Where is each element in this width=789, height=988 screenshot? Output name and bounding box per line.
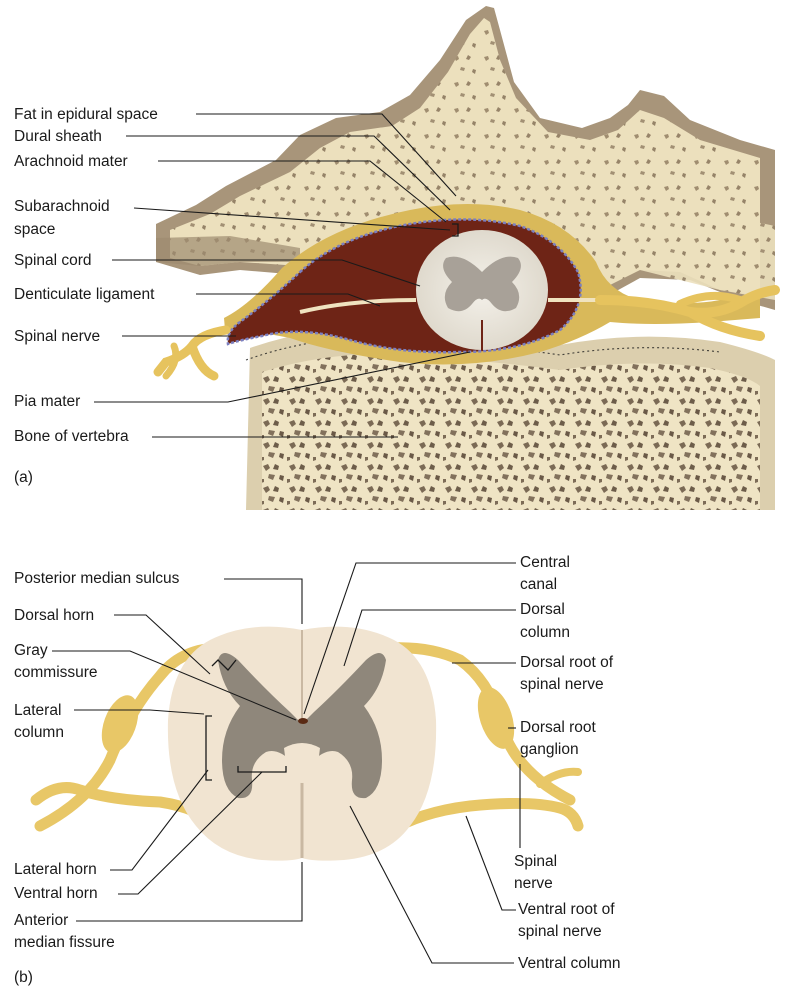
label-dorsal-root-2: spinal nerve xyxy=(520,676,604,693)
label-anterior-fissure-1: Anterior xyxy=(14,912,68,929)
label-ventral-horn: Ventral horn xyxy=(14,885,98,902)
panel-letter-b: (b) xyxy=(14,969,33,986)
label-arachnoid: Arachnoid mater xyxy=(14,153,128,170)
label-ventral-root-2: spinal nerve xyxy=(518,923,602,940)
label-bone: Bone of vertebra xyxy=(14,428,129,445)
label-denticulate: Denticulate ligament xyxy=(14,286,155,303)
vertebra-illustration xyxy=(156,6,775,510)
label-dural-sheath: Dural sheath xyxy=(14,128,102,145)
label-dorsal-ganglion-2: ganglion xyxy=(520,741,579,758)
label-dorsal-horn: Dorsal horn xyxy=(14,607,94,624)
cord-cross-section xyxy=(36,627,578,861)
label-lateral-col-2: column xyxy=(14,724,64,741)
label-posterior-sulcus: Posterior median sulcus xyxy=(14,570,180,587)
label-ventral-col: Ventral column xyxy=(518,955,621,972)
label-lateral-col-1: Lateral xyxy=(14,702,61,719)
label-anterior-fissure-2: median fissure xyxy=(14,934,115,951)
label-dorsal-col-2: column xyxy=(520,624,570,641)
central-canal-b xyxy=(298,718,308,724)
label-pia: Pia mater xyxy=(14,393,80,410)
label-gray-comm-1: Gray xyxy=(14,642,48,659)
label-spinal-nerve-a: Spinal nerve xyxy=(14,328,100,345)
label-dorsal-ganglion-1: Dorsal root xyxy=(520,719,596,736)
label-ventral-root-1: Ventral root of xyxy=(518,901,615,918)
label-central-canal-1: Central xyxy=(520,554,570,571)
label-central-canal-2: canal xyxy=(520,576,557,593)
label-dorsal-col-1: Dorsal xyxy=(520,601,565,618)
label-spinal-nerve-2: nerve xyxy=(514,875,553,892)
panel-letter-a: (a) xyxy=(14,469,33,486)
label-subarachnoid-1: Subarachnoid xyxy=(14,198,110,215)
label-gray-comm-2: commissure xyxy=(14,664,98,681)
label-fat-epidural: Fat in epidural space xyxy=(14,106,158,123)
label-lateral-horn: Lateral horn xyxy=(14,861,97,878)
label-dorsal-root-1: Dorsal root of xyxy=(520,654,614,671)
label-spinal-nerve-1: Spinal xyxy=(514,853,557,870)
label-subarachnoid-2: space xyxy=(14,221,55,238)
label-spinal-cord: Spinal cord xyxy=(14,252,92,269)
